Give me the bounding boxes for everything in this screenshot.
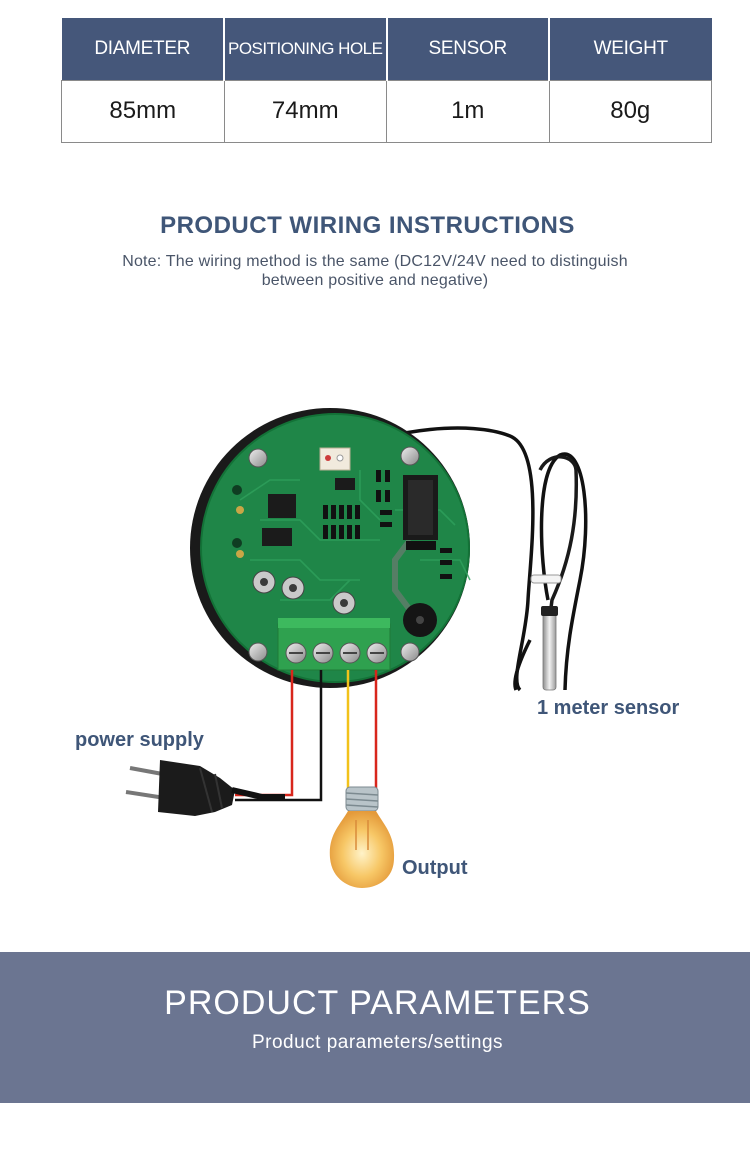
wiring-diagram: [125, 408, 588, 888]
header-positioning-hole: POSITIONING HOLE: [224, 18, 388, 80]
terminal-block-icon: [277, 618, 391, 671]
light-bulb-icon: [329, 786, 395, 888]
cable-tie-icon: [530, 574, 562, 584]
sensor-cable-icon: [349, 426, 588, 692]
header-weight: WEIGHT: [549, 18, 712, 80]
value-positioning-hole: 74mm: [223, 79, 387, 143]
mounting-screw-icon: [248, 446, 420, 662]
wires: [235, 670, 378, 802]
output-label: Output: [402, 857, 468, 879]
header-sensor: SENSOR: [386, 18, 550, 80]
header-diameter: DIAMETER: [61, 18, 225, 80]
sensor-label: 1 meter sensor: [537, 697, 680, 719]
parameters-title: PRODUCT PARAMETERS: [164, 984, 591, 1022]
spec-table: DIAMETER POSITIONING HOLE SENSOR WEIGHT …: [61, 18, 712, 143]
value-diameter: 85mm: [61, 79, 225, 143]
spec-table-value-row: 85mm 74mm 1m 80g: [61, 79, 712, 143]
value-sensor: 1m: [386, 79, 550, 143]
temperature-probe-icon: [541, 606, 558, 691]
pcb-board-icon: [190, 408, 471, 688]
power-supply-label: power supply: [75, 729, 204, 751]
spec-table-header-row: DIAMETER POSITIONING HOLE SENSOR WEIGHT: [61, 18, 712, 80]
parameters-banner: [0, 952, 750, 1103]
wiring-title: PRODUCT WIRING INSTRUCTIONS: [160, 212, 575, 239]
wiring-note: Note: The wiring method is the same (DC1…: [122, 253, 628, 289]
value-weight: 80g: [548, 79, 712, 143]
power-plug-icon: [125, 760, 285, 816]
parameters-subtitle: Product parameters/settings: [251, 1032, 504, 1053]
